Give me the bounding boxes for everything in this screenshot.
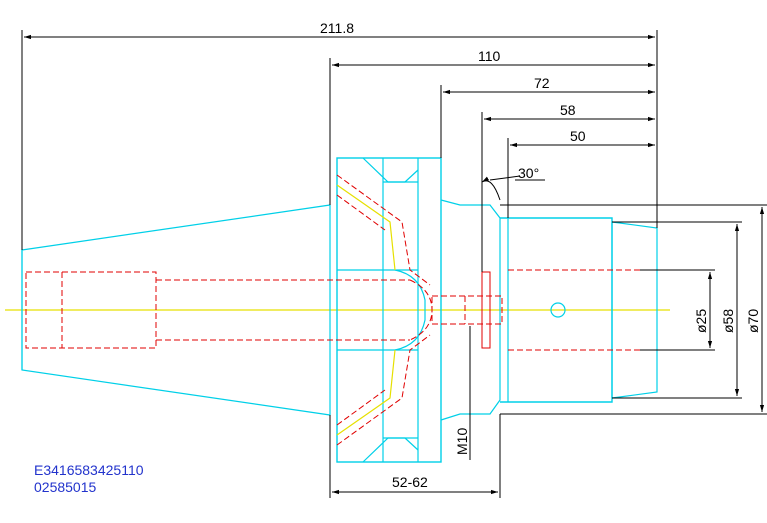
hidden-collet-seat: [481, 271, 491, 349]
v-groove-top: [362, 157, 419, 183]
part-code-line-1: E3416583425110: [34, 462, 144, 478]
dim-110-label: 110: [478, 48, 501, 64]
coolant-line-top: [336, 184, 396, 271]
dim-52-62-label: 52-62: [392, 474, 428, 490]
v-groove-bottom: [362, 437, 419, 463]
hidden-passage-bottom: [336, 334, 431, 446]
part-code-line-2: 02585015: [34, 479, 97, 495]
dim-58-label: 58: [560, 102, 576, 118]
dim-50-label: 50: [570, 128, 586, 144]
flange-outline: [336, 157, 442, 463]
dim-72-label: 72: [534, 75, 550, 91]
dim-dia25-label: ø25: [693, 309, 709, 333]
thread-label: M10: [454, 428, 470, 455]
angle-label: 30°: [518, 165, 539, 181]
hidden-passage-top2: [336, 194, 386, 231]
neck-outline: [440, 199, 501, 421]
coolant-line-bottom: [336, 349, 396, 436]
cross-hole: [550, 302, 566, 318]
angle-leader: [489, 175, 521, 181]
hidden-passage-bottom2: [336, 389, 386, 426]
hidden-passage-top: [336, 174, 431, 286]
dim-dia58-label: ø58: [720, 309, 736, 333]
hidden-thread-bore: [431, 295, 503, 325]
angle-arc: [481, 176, 501, 201]
dim-211-label: 211.8: [320, 20, 354, 36]
hidden-taper-bore: [25, 271, 157, 349]
collet-nose: [611, 221, 658, 399]
flange-inner-curve: [394, 269, 426, 351]
dim-dia70-label: ø70: [745, 309, 761, 333]
